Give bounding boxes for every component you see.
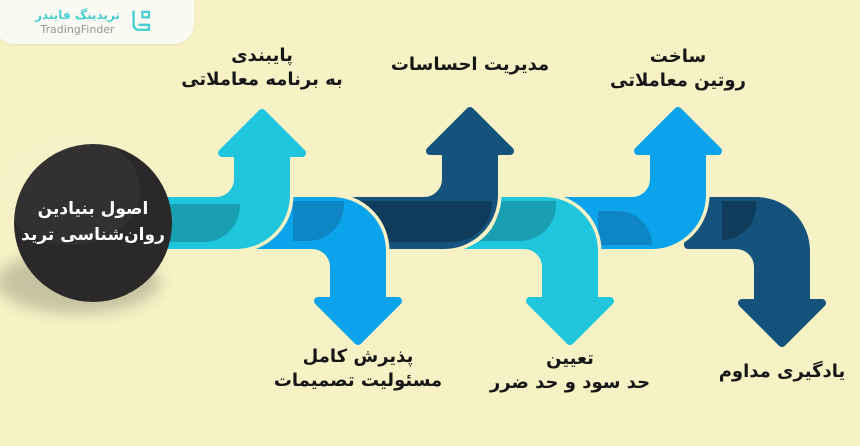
arrow-5-fold-shade: [598, 211, 652, 245]
down-arrow-6: [684, 197, 826, 347]
down-arrow-2: [232, 197, 402, 345]
step-2-line1: پذیرش کامل: [302, 346, 414, 367]
hub-title-line1: اصول بنیادین: [37, 199, 149, 219]
arrow-2-fold-shade: [293, 201, 344, 241]
step-5-line2: روتین معاملاتی: [610, 70, 746, 92]
brand-badge: تریدینگ فایندر TradingFinder: [0, 0, 194, 44]
arrow-6-fold-shade: [722, 201, 756, 240]
tradingfinder-logo-icon: [132, 10, 150, 32]
step-1-line1: پایبندی: [231, 45, 293, 66]
step-label-6: یادگیری مداوم: [672, 360, 860, 384]
step-label-1: پایبندی به برنامه معاملاتی: [152, 44, 372, 93]
step-2-line2: مسئولیت تصمیمات: [273, 370, 443, 392]
brand-name-en: TradingFinder: [40, 22, 115, 36]
step-4-line2: حد سود و حد ضرر: [489, 372, 651, 394]
hub-title-line2: روان‌شناسی ترید: [21, 225, 165, 246]
hub-circle-highlight: [0, 135, 140, 245]
hub-circle: [14, 144, 172, 302]
step-label-2: پذیرش کامل مسئولیت تصمیمات: [248, 345, 468, 394]
brand-text: تریدینگ فایندر TradingFinder: [35, 8, 120, 37]
brand-name-fa: تریدینگ فایندر: [35, 7, 120, 22]
step-1-line2: به برنامه معاملاتی: [181, 69, 343, 91]
step-label-4: تعیین حد سود و حد ضرر: [460, 347, 680, 396]
step-4-line1: تعیین: [546, 348, 594, 369]
step-3-line1: مدیریت احساسات: [390, 54, 550, 75]
step-label-3: مدیریت احساسات: [360, 53, 580, 77]
hub-title: اصول بنیادین روان‌شناسی ترید: [18, 196, 168, 249]
step-label-5: ساخت روتین معاملاتی: [568, 45, 788, 94]
step-6-line1: یادگیری مداوم: [718, 361, 846, 382]
up-arrow-5: [540, 107, 722, 249]
step-5-line1: ساخت: [649, 46, 707, 67]
